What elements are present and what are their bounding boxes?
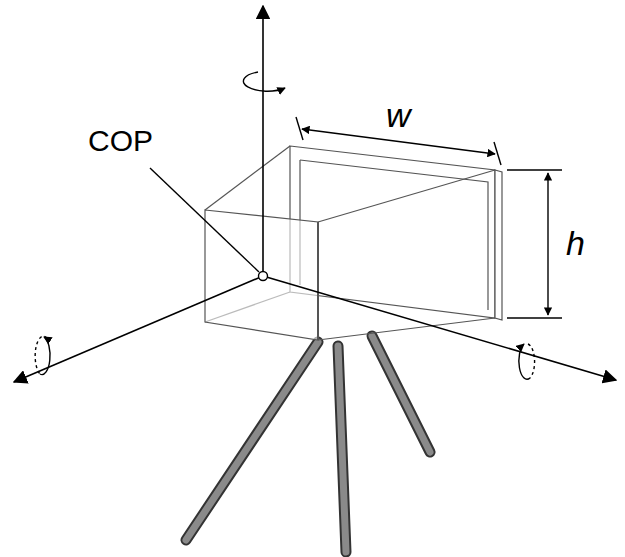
cop-point [259,272,268,281]
tripod [186,336,430,552]
dimension-label: h [566,226,585,260]
dimension-label: w [386,98,411,132]
height-dimension [507,170,562,318]
axes [14,6,616,382]
camera-body [205,146,502,340]
rotation-arrows [35,72,534,379]
point-label: COP [88,126,153,156]
leader-line [150,168,259,272]
